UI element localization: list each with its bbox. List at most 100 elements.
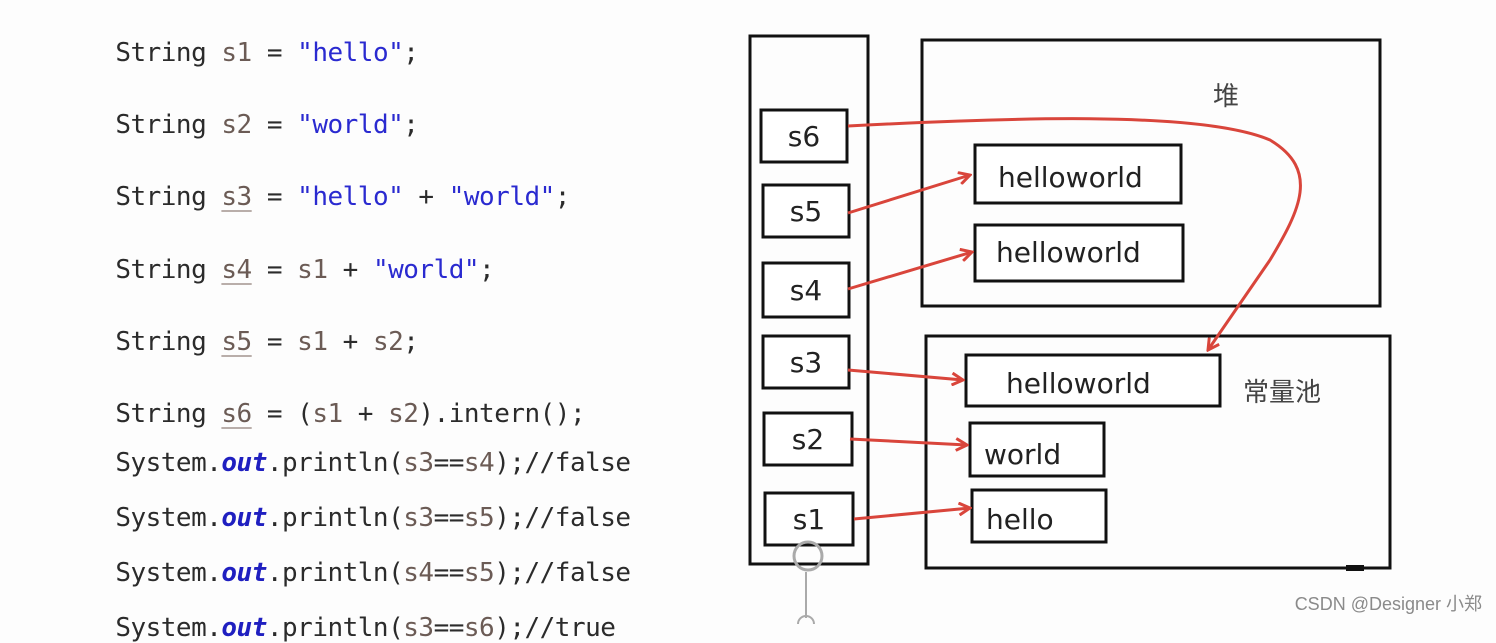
operator: == [433,503,465,533]
operator: + [327,327,373,357]
stack-variable-name: s3 [790,346,822,379]
stack-variable-name: s2 [792,423,824,456]
keyword: String [115,327,222,357]
variable: s6 [221,399,252,429]
operator: = ( [251,399,313,429]
reference-arrow-s4 [847,252,972,291]
reference-arrow-s3 [847,368,963,380]
reference-arrow-s6 [847,117,1302,350]
method-call: .println( [266,558,404,588]
variable: s3 [221,182,252,212]
variable: s2 [221,110,252,140]
method-call: ).intern(); [418,399,586,429]
code-line-s2: String s2 = "world"; [85,80,419,140]
variable: s5 [463,558,495,588]
field: out [221,558,267,588]
variable: s3 [403,503,434,533]
comment: );//false [494,503,631,533]
string-literal: "world" [372,255,480,285]
stack-variable-box [762,411,854,467]
string-literal: "hello" [297,38,404,68]
stack-variable-s6: s6 [759,108,849,164]
operator: + [327,255,373,285]
keyword: String [115,38,222,68]
punctuation: ; [479,255,495,285]
stack-variable-box [763,491,855,547]
punctuation: ; [554,182,571,212]
stack-variable-s5: s5 [761,183,851,239]
code-line-s1: String s1 = "hello"; [85,8,419,68]
variable: s2 [388,399,419,429]
keyword: String [115,399,222,429]
code-line-s3: String s3 = "hello" + "world"; [85,152,570,212]
variable: s1 [297,327,328,357]
variable: s2 [372,327,404,357]
heap-label: 堆 [1213,82,1239,112]
variable: s1 [221,38,252,68]
punctuation: ; [403,327,419,357]
operator: + [342,399,389,429]
method-call: .println( [266,503,404,533]
stack-variable-box [761,183,851,239]
stack-variable-s1: s1 [763,491,855,547]
class-name: System. [115,503,222,533]
stack-variable-name: s5 [790,195,822,228]
punctuation: ; [403,110,419,140]
operator: = [251,110,298,140]
reference-arrow-s2 [849,439,967,445]
pool-object: helloworld [964,353,1222,408]
keyword: String [115,110,222,140]
stack-variable-s2: s2 [762,411,854,467]
variable: s1 [312,399,343,429]
operator: = [251,255,298,285]
stack-variable-name: s4 [790,274,822,307]
pool-object-value: helloworld [1006,367,1151,400]
operator: == [433,448,465,478]
string-literal: "hello" [297,182,404,212]
string-literal: "world" [448,182,556,212]
heap-object: helloworld [973,143,1183,205]
variable: s5 [463,503,495,533]
class-name: System. [115,558,222,588]
code-line-s5: String s5 = s1 + s2; [85,297,419,357]
class-name: System. [115,448,222,478]
pool-object-value: world [984,438,1061,471]
stack-variable-s4: s4 [761,261,851,319]
watermark: CSDN @Designer 小郑 [1294,594,1482,614]
heap-object-value: helloworld [998,161,1143,194]
constant-pool-label: 常量池 [1243,378,1321,408]
stack-variable-box [761,261,851,319]
resize-handle [1346,565,1364,571]
pool-object: hello [970,488,1108,544]
variable: s4 [221,255,252,285]
comment: );//false [494,448,631,478]
variable: s4 [403,558,434,588]
variable: s5 [221,327,252,357]
print-line: System.out.println(s3==s5);//false [85,473,631,533]
variable: s3 [403,448,434,478]
keyword: String [115,255,222,285]
variable: s1 [297,255,328,285]
heap-region [920,38,1382,308]
stack-variable-s3: s3 [761,334,851,390]
pool-object-value: hello [986,503,1054,536]
operator: = [251,327,298,357]
operator: == [433,558,465,588]
reference-arrow-s1 [853,508,970,521]
heap-object: helloworld [973,223,1185,283]
method-call: .println( [266,448,404,478]
code-line-s6: String s6 = (s1 + s2).intern(); [85,369,585,429]
reference-arrow-s5 [847,175,970,215]
keyword: String [115,182,222,212]
rotate-handle-icon[interactable] [792,540,824,624]
string-literal: "world" [297,110,404,140]
operator: = [251,182,298,212]
stack-variable-name: s6 [788,120,820,153]
heap-object-value: helloworld [996,236,1141,269]
print-line: System.out.println(s3==s4);//false [85,418,631,478]
print-line: System.out.println(s4==s5);//false [85,528,631,588]
pool-object: world [968,421,1106,478]
stack-variable-box [759,108,849,164]
stack-frame [748,34,870,566]
